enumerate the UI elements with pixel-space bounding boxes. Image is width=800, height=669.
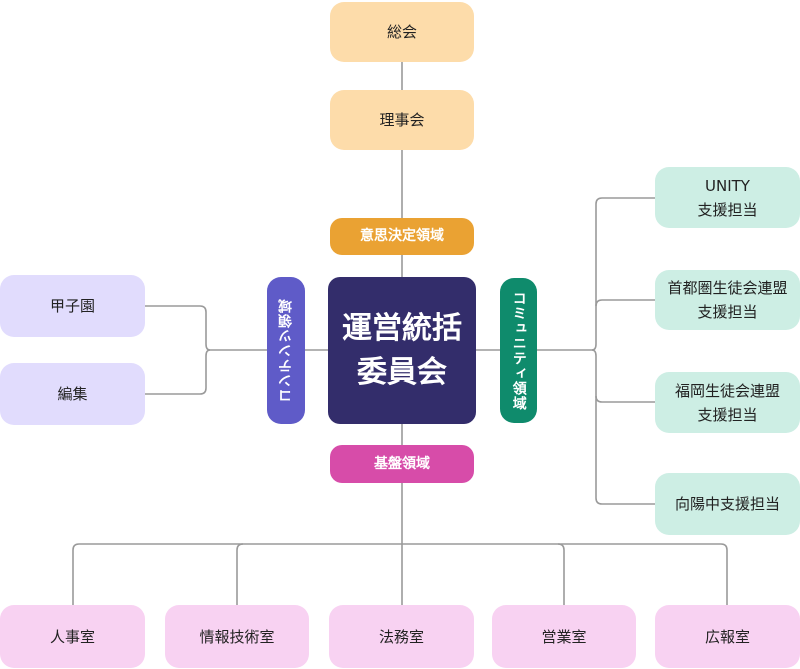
foundation-unit-koho[interactable]: 広報室 [655, 605, 800, 668]
contents-unit-label: 編集 [57, 385, 88, 403]
steering-committee-box[interactable]: 運営統括 委員会 [328, 277, 476, 424]
community-unit-unity[interactable]: UNITY 支援担当 [655, 167, 800, 228]
connector-bracket-unity [591, 197, 655, 351]
community-unit-label: 福岡生徒会連盟 支援担当 [674, 381, 780, 424]
decision-domain-pill[interactable]: 意思決定領域 [330, 218, 474, 255]
connector-bracket-shutoken [595, 299, 655, 307]
community-unit-label: 首都圏生徒会連盟 支援担当 [667, 279, 788, 321]
contents-unit-label: 甲子園 [49, 297, 95, 315]
foundation-unit-label: 法務室 [378, 627, 424, 646]
steering-committee-line2: 委員会 [357, 354, 447, 390]
connector-bracket-koyo [591, 349, 655, 505]
board-box[interactable]: 理事会 [330, 90, 474, 150]
connector-bracket-henshu [145, 349, 211, 395]
community-unit-shutoken[interactable]: 首都圏生徒会連盟 支援担当 [655, 270, 800, 330]
community-unit-label: 向陽中支援担当 [674, 495, 780, 513]
board-label: 理事会 [379, 111, 425, 129]
contents-unit-henshu[interactable]: 編集 [0, 363, 145, 425]
foundation-unit-joho[interactable]: 情報技術室 [165, 605, 309, 668]
community-unit-fukuoka[interactable]: 福岡生徒会連盟 支援担当 [655, 372, 800, 433]
community-unit-label: UNITY 支援担当 [697, 176, 758, 219]
foundation-unit-jinji[interactable]: 人事室 [0, 605, 145, 668]
foundation-unit-label: 人事室 [49, 627, 95, 646]
community-domain-pill[interactable]: コミュニティ領域 [500, 278, 537, 423]
foundation-unit-label: 営業室 [541, 627, 587, 646]
community-unit-koyo[interactable]: 向陽中支援担当 [655, 473, 800, 535]
foundation-unit-eigyo[interactable]: 営業室 [492, 605, 636, 668]
foundation-unit-homu[interactable]: 法務室 [329, 605, 474, 668]
contents-domain-label: コンテンツ領域 [277, 298, 294, 403]
foundation-unit-label: 広報室 [704, 627, 750, 646]
general-assembly-box[interactable]: 総会 [330, 2, 474, 62]
connector-bus-right [402, 543, 728, 605]
connector-bus-joho [236, 543, 244, 605]
connector-bracket-koshien [145, 305, 211, 351]
community-domain-label: コミュニティ領域 [510, 290, 527, 411]
connector-bus-left [72, 543, 402, 605]
decision-domain-label: 意思決定領域 [360, 228, 444, 245]
contents-domain-pill[interactable]: コンテンツ領域 [267, 277, 305, 424]
foundation-domain-label: 基盤領域 [374, 455, 430, 472]
steering-committee-line1: 運営統括 [342, 311, 462, 346]
connector-bracket-fukuoka [595, 395, 655, 403]
foundation-unit-label: 情報技術室 [199, 627, 275, 646]
foundation-domain-pill[interactable]: 基盤領域 [330, 445, 474, 483]
connector-bus-eigyo [557, 543, 565, 605]
contents-unit-koshien[interactable]: 甲子園 [0, 275, 145, 337]
general-assembly-label: 総会 [386, 23, 417, 41]
